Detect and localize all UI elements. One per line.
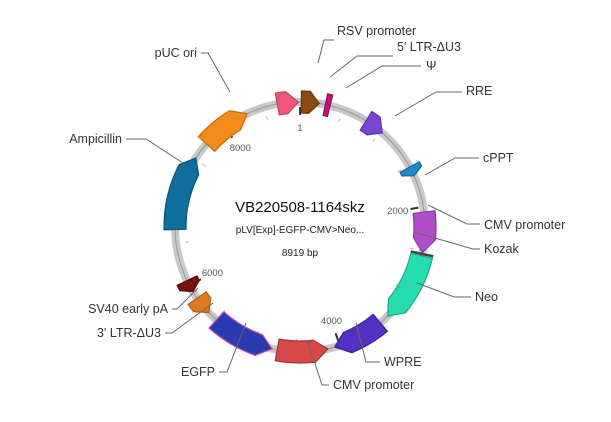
- leader-cppt: [424, 157, 479, 176]
- label-cmv-promoter[interactable]: CMV promoter: [484, 218, 565, 232]
- plasmid-name: VB220508-1164skz: [235, 199, 365, 216]
- feature-5-ltr-u3[interactable]: [300, 90, 321, 114]
- label-rre[interactable]: RRE: [466, 84, 492, 98]
- tick-label: 6000: [202, 268, 223, 279]
- tick-label: 2000: [387, 206, 408, 217]
- feature-cmv-promoter-2[interactable]: [274, 338, 329, 364]
- feature-cppt[interactable]: [399, 160, 423, 177]
- leader-puc-ori: [201, 52, 231, 93]
- label-ampicillin[interactable]: Ampicillin: [69, 132, 122, 146]
- feature-3-ltr-u3[interactable]: [187, 291, 212, 314]
- label-puc-ori[interactable]: pUC ori: [155, 46, 197, 60]
- plasmid-description: pLV[Exp]-EGFP-CMV>Neo...: [236, 225, 364, 236]
- tick-label: 1: [297, 123, 302, 134]
- plasmid-length: 8919 bp: [282, 248, 319, 259]
- minor-tick: [372, 138, 376, 142]
- minor-tick: [397, 169, 402, 173]
- tick-label: 4000: [321, 316, 342, 327]
- feature-[interactable]: [322, 93, 334, 118]
- leader-sv40-early-pa: [172, 287, 199, 310]
- leader-: [345, 65, 421, 89]
- minor-tick: [409, 247, 414, 250]
- feature-neo[interactable]: [387, 252, 434, 317]
- major-ticks: 1 2000 4000 6000 8000: [193, 106, 419, 342]
- feature-rsv-promoter[interactable]: [274, 91, 300, 116]
- label-[interactable]: Ψ: [426, 59, 436, 73]
- features-layer: [163, 90, 437, 364]
- label-cmv-promoter-2[interactable]: CMV promoter: [333, 378, 414, 392]
- leader-neo: [416, 282, 471, 298]
- major-tick: [334, 332, 340, 342]
- feature-kozak[interactable]: [410, 250, 434, 258]
- leader-cmv-promoter: [427, 204, 480, 225]
- label-rsv-promoter[interactable]: RSV promoter: [337, 24, 416, 38]
- major-tick: [410, 206, 419, 210]
- feature-rre[interactable]: [359, 110, 383, 136]
- feature-cmv-promoter[interactable]: [412, 210, 437, 254]
- leader-wpre: [355, 322, 380, 363]
- leader-3-ltr-u3: [165, 302, 214, 334]
- label-5-ltr-u3[interactable]: 5' LTR-ΔU3: [397, 40, 461, 54]
- label-sv40-early-pa[interactable]: SV40 early pA: [88, 302, 169, 316]
- feature-wpre[interactable]: [333, 313, 389, 354]
- minor-tick: [202, 163, 207, 167]
- feature-egfp[interactable]: [208, 310, 273, 357]
- label-wpre[interactable]: WPRE: [384, 355, 422, 369]
- leader-egfp: [219, 322, 247, 373]
- label-egfp[interactable]: EGFP: [181, 365, 215, 379]
- label-3-ltr-u3[interactable]: 3' LTR-ΔU3: [97, 326, 161, 340]
- leader-ampicillin: [126, 138, 184, 164]
- leader-rsv-promoter: [317, 39, 334, 64]
- feature-sv40-early-pa[interactable]: [176, 275, 200, 293]
- leader-5-ltr-u3: [329, 55, 393, 78]
- leader-cmv-promoter-2: [307, 341, 329, 386]
- minor-tick: [184, 241, 190, 243]
- feature-puc-ori[interactable]: [197, 110, 249, 153]
- minor-tick: [265, 115, 268, 120]
- tick-label: 8000: [230, 143, 251, 154]
- leader-kozak: [413, 231, 480, 250]
- label-kozak[interactable]: Kozak: [484, 242, 519, 256]
- leader-rre: [394, 91, 462, 117]
- label-cppt[interactable]: cPPT: [483, 151, 514, 165]
- feature-ampicillin[interactable]: [163, 157, 200, 231]
- minor-tick: [338, 117, 341, 123]
- label-neo[interactable]: Neo: [475, 290, 498, 304]
